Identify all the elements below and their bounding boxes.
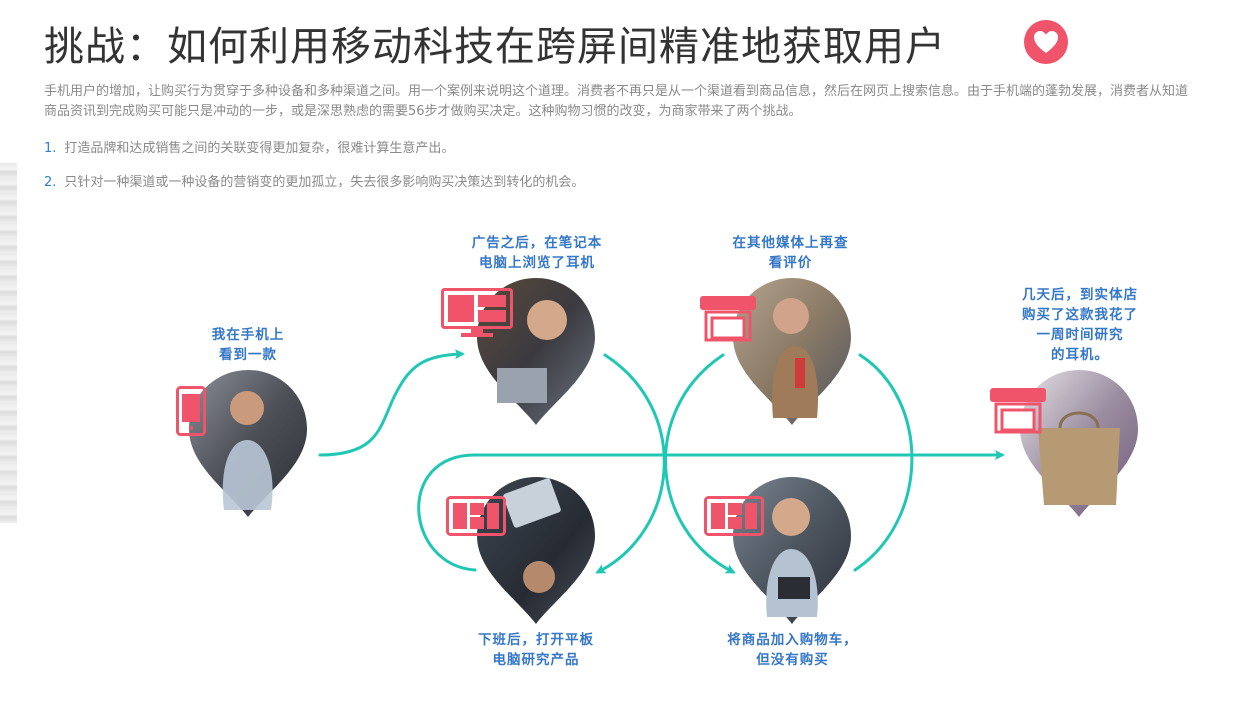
flow-arrow-review-to-cart (664, 353, 736, 574)
heart-icon (1024, 20, 1068, 64)
store-icon (990, 388, 1046, 434)
pin-photo-phone-user (189, 370, 307, 517)
challenge-number: 1. (44, 141, 57, 156)
flow-arrow-review-loop (853, 353, 914, 572)
phone-icon (176, 386, 206, 436)
challenge-number: 2. (44, 175, 57, 190)
pin-photo-store-purchase (1020, 370, 1138, 517)
challenge-text: 只针对一种渠道或一种设备的营销变的更加孤立，失去很多影响购买决策达到转化的机会。 (64, 175, 585, 190)
step-caption-3: 下班后，打开平板 电脑研究产品 (478, 632, 594, 668)
store-icon (700, 296, 756, 342)
challenge-item-2: 2. 只针对一种渠道或一种设备的营销变的更加孤立，失去很多影响购买决策达到转化的机… (44, 171, 584, 190)
tablet-icon (704, 496, 764, 536)
step-caption-2: 广告之后，在笔记本 电脑上浏览了耳机 (471, 235, 603, 271)
step-caption-6: 几天后，到实体店 购买了这款我花了 一周时间研究 的耳机。 (1022, 287, 1138, 363)
pin-photo-tablet-user (477, 477, 595, 624)
step-caption-5: 将商品加入购物车， 但没有购买 (727, 632, 858, 668)
page-title: 挑战：如何利用移动科技在跨屏间精准地获取用户 (44, 24, 946, 70)
flow-arrow-laptop-to-tablet (595, 353, 666, 574)
flow-arrow-phone-to-laptop (318, 349, 465, 457)
flow-arrow-loop-to-tablet (417, 453, 477, 572)
monitor-icon (441, 288, 513, 337)
intro-paragraph: 手机用户的增加，让购买行为贯穿于多种设备和多种渠道之间。用一个案例来说明这个道理… (44, 84, 1189, 119)
tablet-icon (446, 496, 506, 536)
challenge-text: 打造品牌和达成销售之间的关联变得更加复杂，很难计算生意产出。 (64, 141, 455, 156)
pin-photo-laptop-user (477, 278, 595, 425)
wood-texture-strip (0, 163, 17, 523)
challenge-item-1: 1. 打造品牌和达成销售之间的关联变得更加复杂，很难计算生意产出。 (44, 137, 454, 156)
step-caption-4: 在其他媒体上再查 看评价 (732, 235, 849, 271)
step-caption-1: 我在手机上 看到一款 (211, 327, 285, 363)
pin-photo-media-user (733, 278, 851, 425)
